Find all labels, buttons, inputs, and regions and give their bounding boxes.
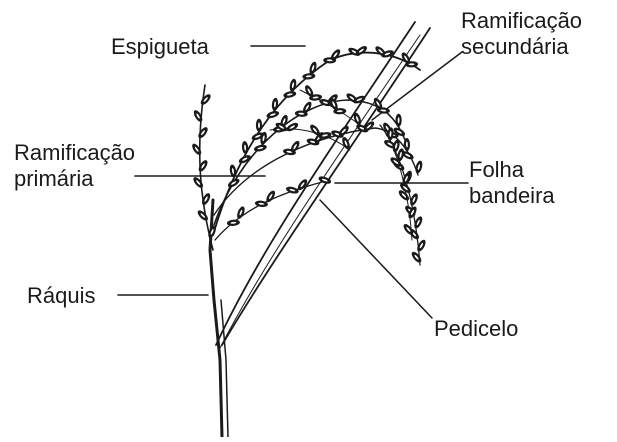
label-ramificacao-primaria-line2: primária xyxy=(14,166,135,192)
label-espigueta-text: Espigueta xyxy=(111,34,209,59)
label-folha-bandeira: Folha bandeira xyxy=(469,157,555,209)
label-raquis-text: Ráquis xyxy=(27,283,95,308)
label-ramificacao-secundaria-line2: secundária xyxy=(461,34,582,60)
flag-leaf-blade-b xyxy=(222,28,430,345)
label-ramificacao-secundaria: Ramificação secundária xyxy=(461,8,582,60)
label-ramificacao-primaria: Ramificação primária xyxy=(14,140,135,192)
label-ramificacao-secundaria-line1: Ramificação xyxy=(461,8,582,34)
label-ramificacao-primaria-line1: Ramificação xyxy=(14,140,135,166)
label-raquis: Ráquis xyxy=(27,283,95,309)
label-espigueta: Espigueta xyxy=(111,34,209,60)
label-pedicelo-text: Pedicelo xyxy=(434,316,518,341)
primary-branch-low xyxy=(215,180,330,240)
spikelet-highlight xyxy=(398,117,400,123)
label-folha-bandeira-line2: bandeira xyxy=(469,183,555,209)
label-folha-bandeira-line1: Folha xyxy=(469,157,555,183)
label-pedicelo: Pedicelo xyxy=(434,316,518,342)
